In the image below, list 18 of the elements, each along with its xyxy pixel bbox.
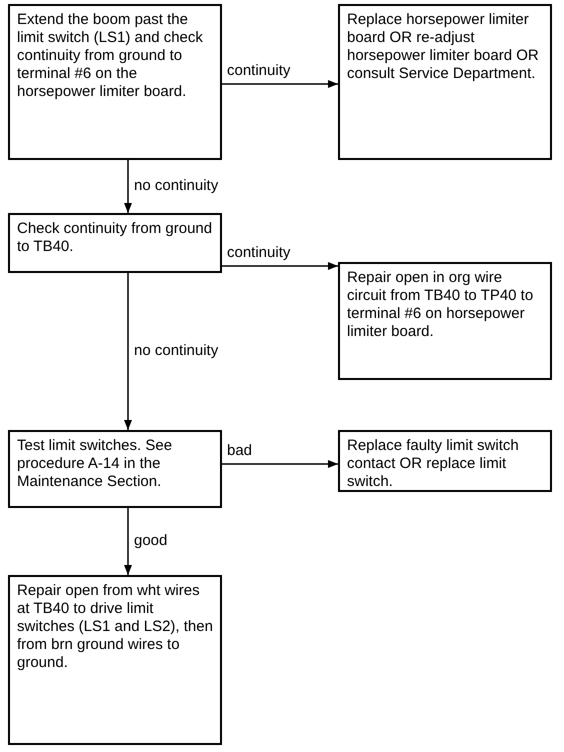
arrow [222, 460, 338, 468]
edge-label: continuity [226, 62, 292, 80]
edge-label: no continuity [133, 342, 220, 360]
edge-label: continuity [226, 244, 292, 262]
process-box: Repair open from wht wires at TB40 to drive limit switches (LS1 and LS2), then from brn ground wires to ground. [8, 575, 222, 745]
edge-label: good [133, 532, 168, 550]
process-box: Check continuity from ground to TB40. [8, 213, 222, 273]
process-box: Extend the boom past the limit switch (LS1) and check continuity from ground to terminal #6 on the horsepower limiter board. [8, 4, 222, 160]
arrow [124, 508, 132, 575]
process-box: Replace horsepower limiter board OR re-adjust horsepower limiter board OR consult Service Department. [338, 4, 552, 160]
process-box: Replace faulty limit switch contact OR replace limit switch. [338, 430, 552, 492]
arrow [124, 160, 132, 213]
arrow [124, 273, 132, 430]
edge-label: no continuity [133, 176, 220, 194]
arrow [222, 262, 338, 270]
arrow [222, 80, 338, 88]
process-box: Repair open in org wire circuit from TB40 to TP40 to terminal #6 on horsepower limiter board. [338, 262, 552, 380]
process-box: Test limit switches. See procedure A-14 in the Maintenance Section. [8, 430, 222, 508]
